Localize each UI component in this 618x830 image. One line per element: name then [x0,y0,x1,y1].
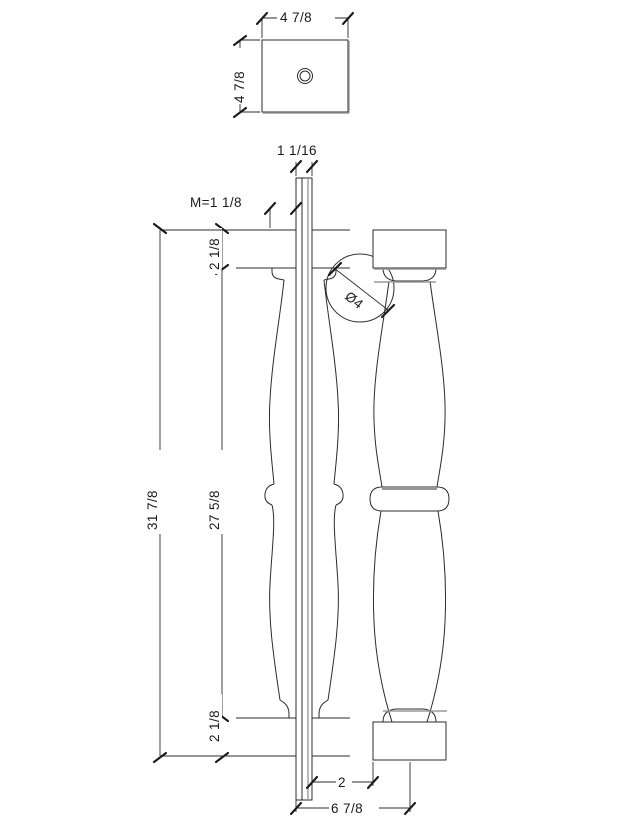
dim-bottom-offset: 2 [305,758,380,790]
front-bottom-block [258,717,297,757]
dim-plate-thickness: 1 1/16 [277,143,319,176]
front-center-bead [264,483,275,506]
dim-top-height-tick-bottom [232,106,248,119]
front-top-block [258,229,297,269]
dim-top-width-tick-left [255,11,269,26]
mirrored-profile-view [311,229,350,757]
iso-center-torus [369,486,450,512]
dim-bottom-overall-tick-left [289,801,303,816]
dim-bottom-block-text-bg [204,694,222,744]
dim-margin-note: M=1 1/8 [190,195,303,228]
iso-bottom-cap [372,721,447,761]
dim-overall-arrow-top [152,222,168,235]
dim-overall-arrow-bottom [152,751,168,764]
dim-plate-tick-right [305,159,319,174]
iso-bottom-cap-fillet [382,708,437,723]
mirror-top-cove [323,268,337,281]
dim-top-height-tick-top [232,34,248,47]
front-top-cove [271,268,285,281]
dim-margin-tick-right [289,201,303,216]
dim-bottom-overall-text-bg [329,798,379,816]
dim-bottom-offset-text-bg [336,772,352,790]
dim-overall-label: 31 7/8 [145,490,160,530]
iso-upper-right-contour [429,280,446,488]
front-lower-vase-curve [269,504,281,701]
diameter-leader-line [333,267,389,311]
dim-top-height-label: 4 7/8 [232,71,247,103]
mirror-lower-vase-curve [327,504,339,701]
dim-top-width-tick-right [341,11,355,26]
mirror-upper-vase-curve [323,279,340,485]
mirror-center-bead [333,483,344,506]
front-profile-view [240,229,297,757]
dim-plate-thickness-label: 1 1/16 [277,143,317,158]
dim-top-block-text-bg [204,228,222,274]
rendered-baluster-view [369,229,450,761]
dim-margin-tick-left [263,201,277,216]
section-plate-body [295,177,313,801]
iso-lower-right-contour [426,510,447,723]
mirror-bottom-block [311,717,350,757]
front-upper-vase-curve [268,279,285,485]
dim-top-height-text-bg [229,48,248,104]
dim-bottom-block-arrow-bottom [214,751,230,764]
dim-bottom-overall: 6 7/8 [289,762,417,816]
dim-bottom-offset-label: 2 [338,775,346,790]
iso-lower-left-contour [372,510,393,723]
dim-top-block-label: 2 1/8 [207,238,222,270]
center-hole-outer-circle [297,68,313,84]
dim-top-width: 4 7/8 [255,8,355,38]
iso-upper-left-contour [373,280,390,488]
dim-top-width-label: 4 7/8 [280,10,312,25]
dim-bottom-overall-label: 6 7/8 [331,801,363,816]
top-view-group [261,39,350,114]
dim-bottom-block: 2 1/8 [204,694,296,764]
section-plate-group [295,177,313,801]
dim-overall-height: 31 7/8 [142,222,236,764]
dim-top-width-text-bg [277,8,335,26]
detail-circle [325,253,395,323]
center-hole-inner-circle [299,70,311,82]
dim-top-block: 2 1/8 [204,222,296,276]
front-bottom-cove [279,699,290,718]
top-view-square [261,39,349,113]
dim-top-height: 4 7/8 [229,34,260,119]
mirror-top-block [311,229,350,269]
diameter-tick-start [327,261,343,277]
dim-bottom-offset-tick-left [305,775,319,790]
diameter-callout-label: Ø4 [342,289,366,312]
dim-bottom-block-label: 2 1/8 [207,710,222,742]
dim-bottom-overall-tick-right [403,801,417,816]
dim-turned-label: 27 5/8 [207,490,222,530]
dim-margin-label: M=1 1/8 [190,195,242,210]
dim-turned-text-bg [204,450,224,534]
dim-turned-length: 27 5/8 [204,268,224,718]
iso-top-cap [372,229,447,269]
dim-bottom-offset-tick-right [366,775,380,790]
dim-plate-tick-left [289,159,303,174]
dim-overall-text-bg [142,450,162,534]
mirror-bottom-cove [318,699,329,718]
iso-top-cap-fillet [382,267,437,282]
